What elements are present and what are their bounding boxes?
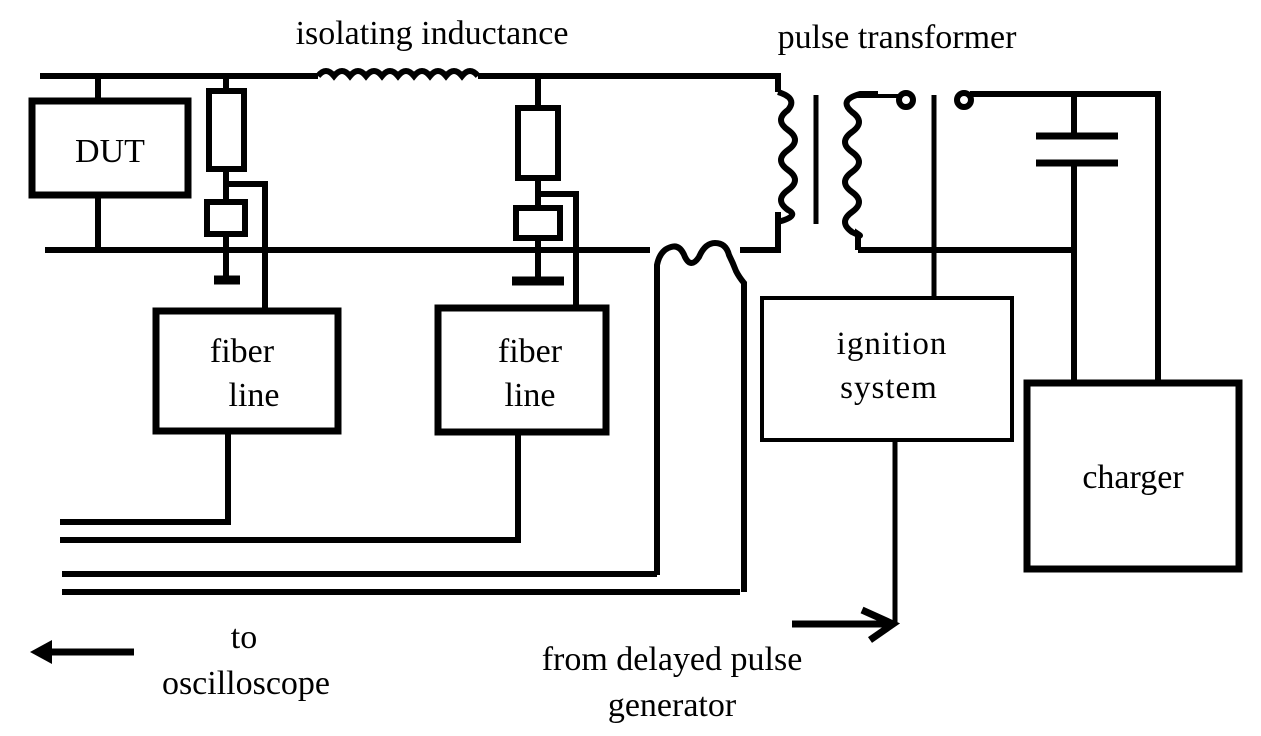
transformer-secondary-icon: [842, 91, 878, 250]
delayed-pulse-label-top: from delayed pulse: [542, 641, 803, 678]
transformer-primary-icon: [777, 89, 798, 225]
rogowski-coil-icon: [654, 239, 747, 592]
charger-label: charger: [1082, 459, 1184, 496]
bottom-rail-right: [740, 212, 781, 253]
to-oscilloscope-label-bottom: oscilloscope: [162, 665, 330, 702]
ignition-system-label-top: ignition: [837, 326, 948, 362]
fiber-line-1-label-bottom: line: [229, 377, 280, 414]
fiber-1-output-line: [60, 431, 231, 525]
current-shunt-2-icon: [513, 205, 563, 241]
fiber-line-1-label-top: fiber: [210, 333, 275, 370]
ignition-system-block: [760, 296, 1014, 442]
spark-gap-right-electrode-icon: [954, 90, 974, 110]
signal-1-lead: [226, 181, 268, 310]
fiber-line-2-block: [434, 304, 610, 436]
dut-label: DUT: [75, 133, 145, 170]
fiber-2-output-line: [60, 432, 521, 543]
isolating-inductance-label: isolating inductance: [296, 15, 569, 52]
voltage-divider-resistor-1-icon: [206, 88, 247, 172]
fiber-line-2-label-bottom: line: [505, 377, 556, 414]
top-rail-right: [478, 73, 781, 92]
fiber-line-2-label-top: fiber: [498, 333, 563, 370]
spark-gap-left-electrode-icon: [896, 90, 916, 110]
isolating-inductor-icon: [315, 68, 481, 81]
pulse-transformer-label: pulse transformer: [778, 19, 1018, 56]
fiber-line-1-block: [152, 307, 342, 435]
capacitor-top-line: [970, 91, 1161, 380]
voltage-divider-resistor-2-icon: [515, 105, 561, 181]
signal-2-lead: [538, 191, 579, 306]
current-shunt-1-icon: [204, 199, 248, 237]
charger-block: [1023, 379, 1243, 573]
dut-block: [28, 97, 192, 199]
ignition-system-label-bottom: system: [840, 370, 938, 406]
trigger-input-arrow-icon: [792, 606, 901, 643]
to-oscilloscope-label-top: to: [231, 619, 257, 656]
delayed-pulse-label-bottom: generator: [608, 687, 737, 724]
to-oscilloscope-arrow-icon: [30, 640, 52, 664]
